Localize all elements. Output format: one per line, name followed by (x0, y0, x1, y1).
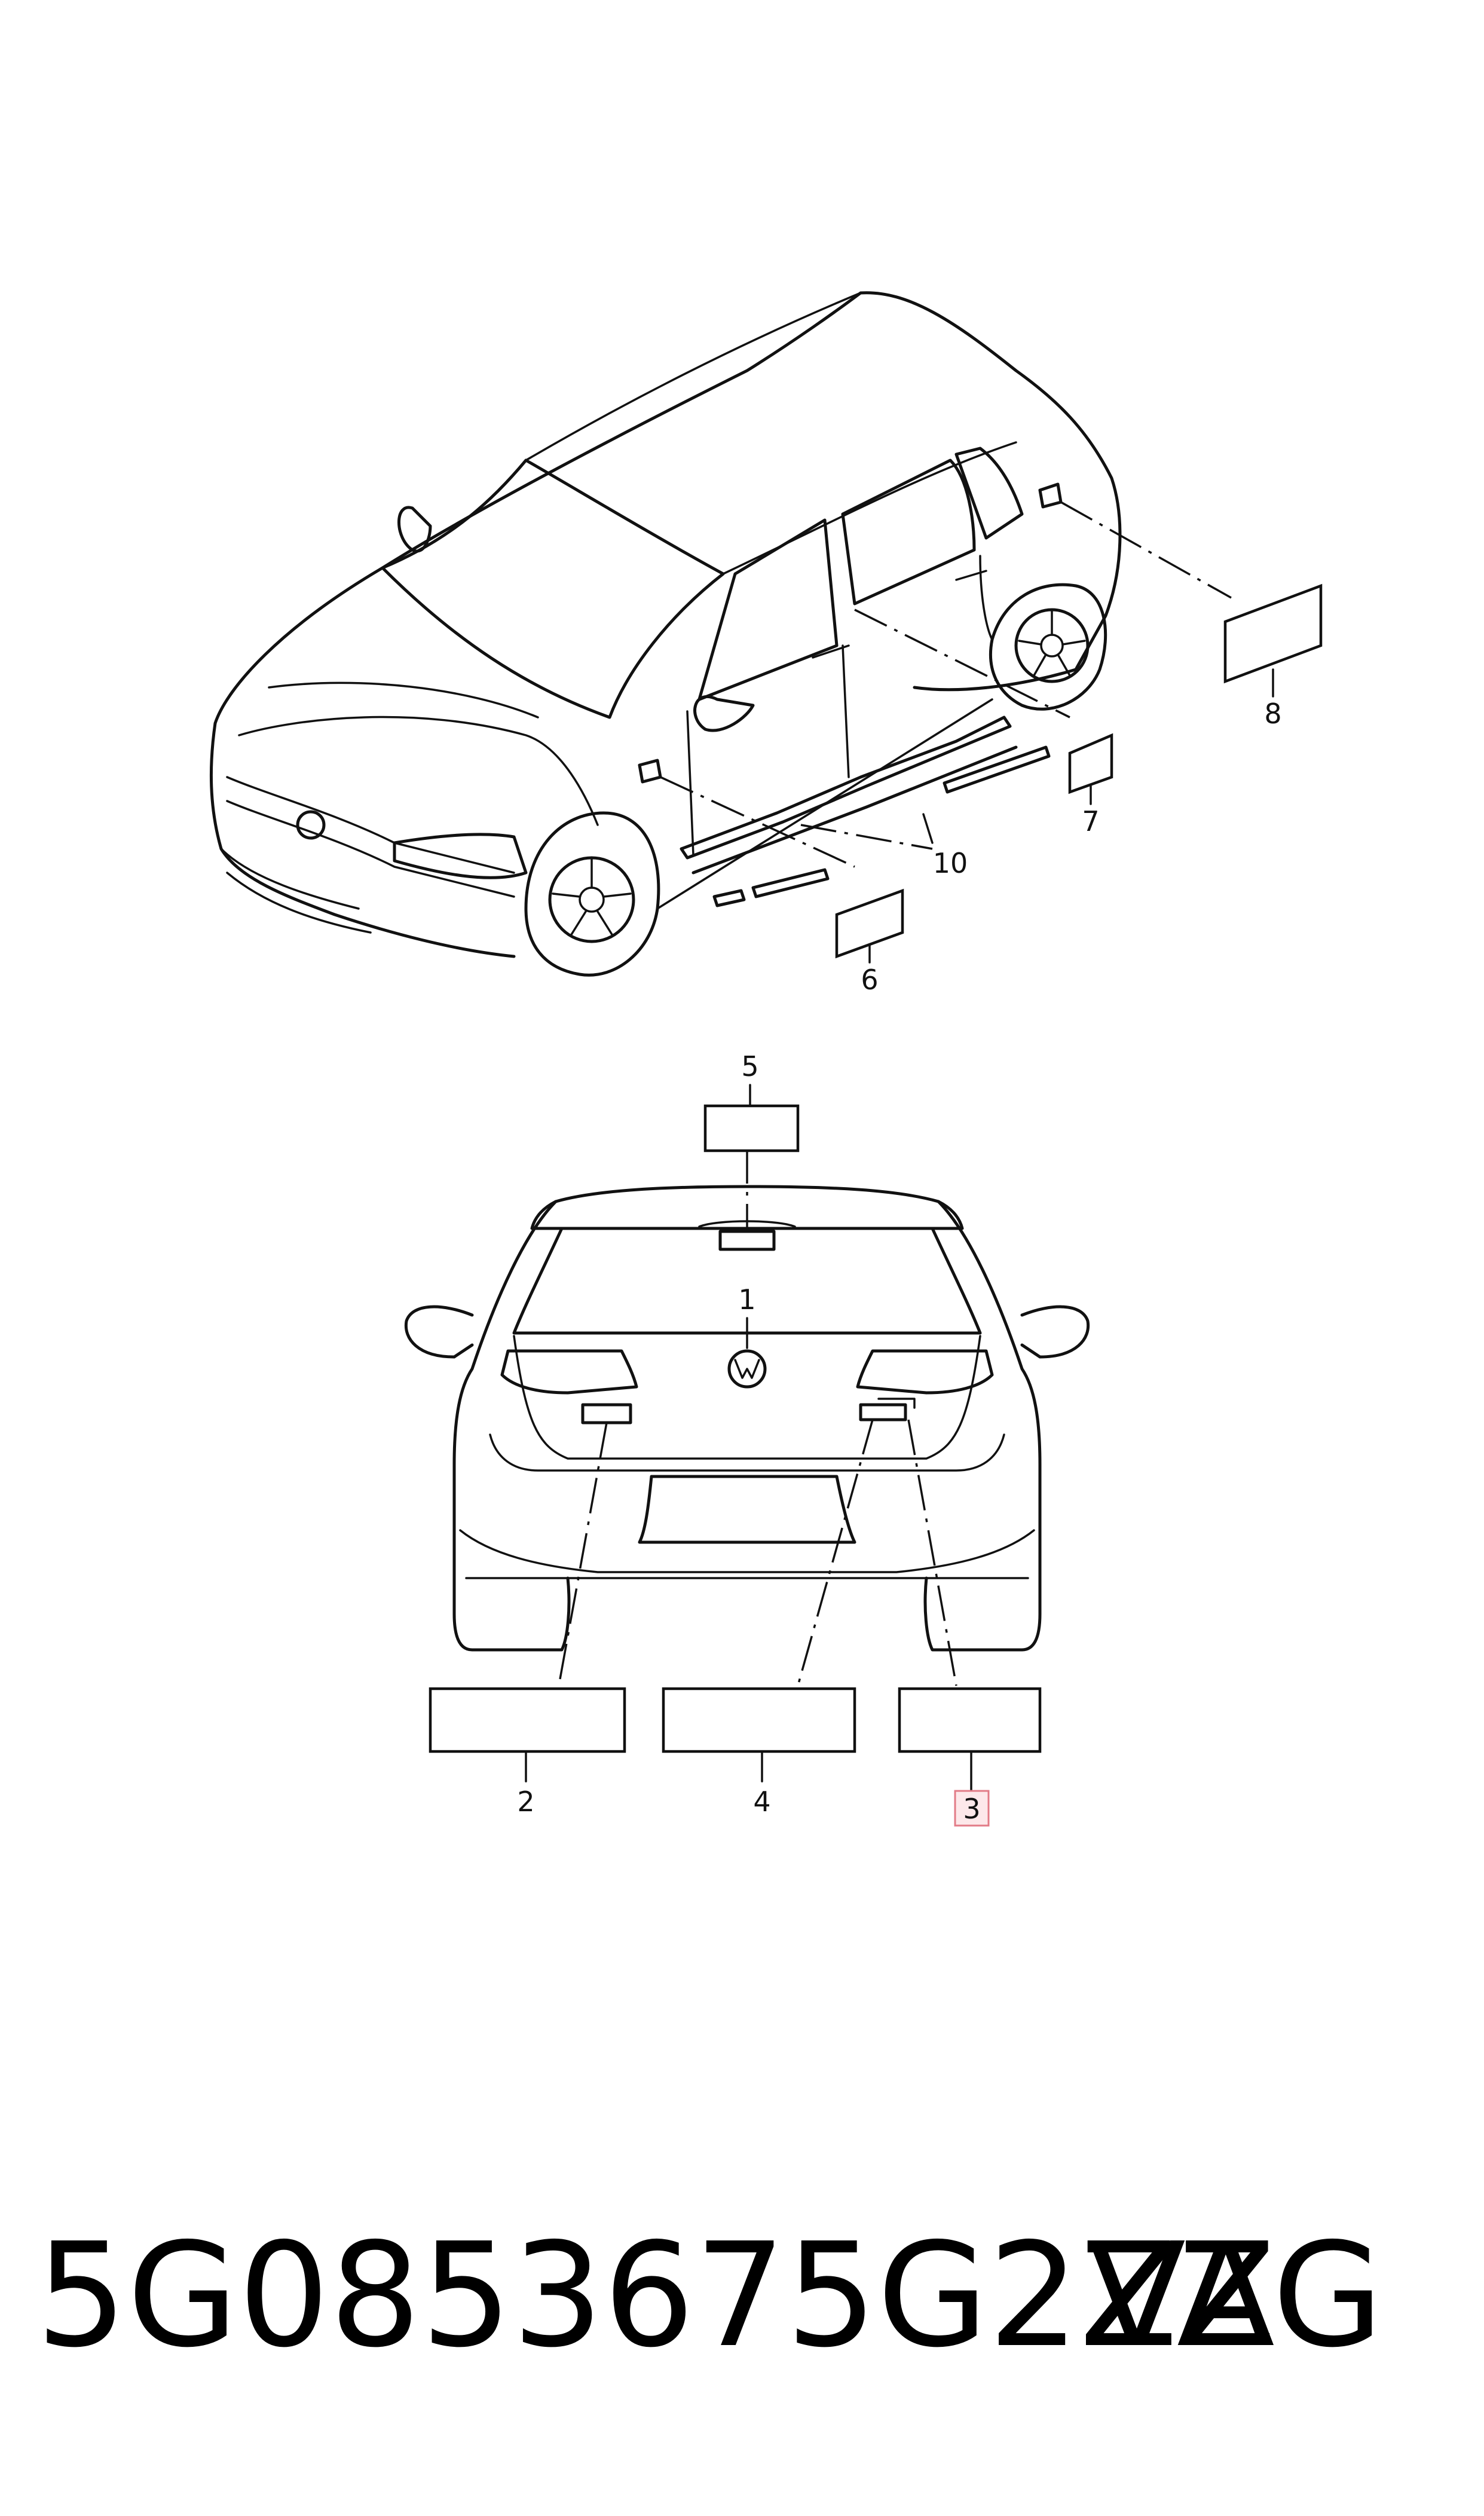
part-info-footer: 5G0853675G2ZZVAG (36, 2206, 1458, 2385)
stripe-pieces (712, 745, 1051, 907)
leader-lines-lower (558, 1148, 957, 1686)
callout-1: 1 (738, 1283, 755, 1316)
car-three-quarter-view (209, 291, 1122, 977)
callout-6: 6 (861, 964, 878, 996)
sticker-part-6: 6 (835, 888, 904, 996)
sticker-part-8: 8 (1223, 583, 1323, 730)
leader-lines-upper (660, 501, 1232, 868)
sticker-part-1: 1 (738, 1283, 756, 1349)
callout-8: 8 (1264, 698, 1281, 730)
sticker-part-5: 5 (703, 1050, 800, 1152)
callout-4: 4 (753, 1786, 770, 1818)
callout-10: 10 (933, 847, 968, 879)
callout-7: 7 (1082, 805, 1099, 837)
callout-5: 5 (741, 1050, 758, 1083)
highlight-callout-3 (954, 1790, 990, 1827)
callout-3[interactable]: 3 (963, 1793, 980, 1825)
part-number: 5G0853675G2ZZ (36, 2212, 1277, 2379)
sticker-part-3: 3 (898, 1687, 1042, 1827)
sticker-part-2: 2 (429, 1687, 626, 1818)
sticker-part-4: 4 (662, 1687, 856, 1818)
callout-2: 2 (517, 1786, 534, 1818)
car-rear-view (404, 1185, 1090, 1652)
sticker-part-10: 10 (922, 813, 968, 879)
brand-name: VAG (1088, 2212, 1384, 2379)
sticker-part-7: 7 (1068, 733, 1113, 837)
